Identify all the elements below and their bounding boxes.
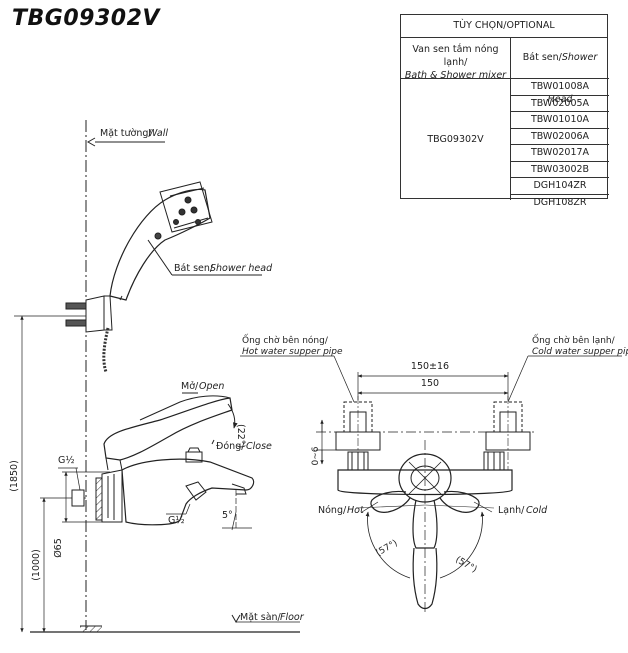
floor-label-vn: Mặt sàn/ [240, 612, 282, 623]
g-half-label-upper: G½ [58, 455, 75, 466]
shower-head-item: TBW02017A [511, 145, 609, 162]
shower-head-list: TBW01008A TBW02005A TBW01010A TBW02006A … [511, 79, 609, 211]
optional-table-header: TÙY CHỌN/OPTIONAL [401, 15, 607, 38]
cold-label-en: Cold [526, 505, 548, 516]
wall-label-vn: Mặt tường/ [100, 128, 152, 139]
angle-22-label: (22°) [235, 424, 246, 448]
shower-head-label-en: Shower head [210, 263, 273, 274]
shower-head-item: TBW01010A [511, 112, 609, 129]
angle-57-left-label: (57°) [375, 538, 400, 558]
cold-pipe-label-en: Cold water supper pipe [532, 347, 628, 357]
mixer-column-header: Van sen tắm nóng lạnh/ Bath & Shower mix… [401, 37, 511, 81]
shower-head-item: DGH104ZR [511, 178, 609, 195]
model-cell: TBG09302V [401, 79, 511, 200]
open-label-en: Open [199, 381, 224, 392]
shower-head-label-vn: Bát sen/ [174, 263, 214, 274]
hot-label-en: Hot [347, 505, 365, 516]
cold-label-vn: Lạnh/ [498, 505, 525, 516]
open-label-vn: Mở/ [181, 381, 199, 392]
wall-label-en: Wall [148, 128, 168, 139]
optional-table: TÙY CHỌN/OPTIONAL Van sen tắm nóng lạnh/… [400, 14, 609, 208]
front-view [240, 355, 622, 615]
shower-head-header-en: Shower Head [547, 52, 598, 105]
shower-head-item: TBW03002B [511, 162, 609, 178]
dim-0-6-label: 0~6 [311, 446, 321, 465]
g-half-label-lower: G½ [168, 515, 185, 526]
dim-1850-label: (1850) [9, 460, 20, 492]
floor-label-en: Floor [280, 612, 305, 623]
dim-150-16-label: 150±16 [411, 361, 449, 372]
close-label-vn: Đóng/ [216, 441, 245, 452]
shower-head-header-vn: Bát sen/ [522, 52, 562, 63]
close-label-en: Close [246, 441, 272, 452]
shower-head-item: TBW02005A [511, 96, 609, 112]
product-title: TBG09302V [12, 6, 160, 31]
mixer-header-vn: Van sen tắm nóng lạnh/ [412, 44, 499, 68]
angle-5-label: 5° [222, 510, 233, 521]
shower-head-item: TBW01008A [511, 79, 609, 96]
cold-pipe-label-vn: Ống chờ bên lạnh/ [532, 333, 616, 346]
dim-150-label: 150 [421, 378, 439, 389]
hot-pipe-label-vn: Ống chờ bên nóng/ [242, 333, 329, 346]
shower-head-column-header: Bát sen/Shower Head [511, 37, 609, 105]
dim-65-label: Ø65 [53, 538, 64, 558]
dim-1000-label: (1000) [31, 549, 42, 581]
mixer-header-en: Bath & Shower mixer [404, 70, 507, 81]
angle-57-right-label: (57°) [454, 555, 479, 575]
shower-head-item: DGH108ZR [533, 196, 587, 208]
hot-pipe-label-en: Hot water supper pipe [242, 347, 343, 357]
shower-head-item: TBW02006A [511, 129, 609, 145]
side-view [14, 120, 300, 633]
hot-label-vn: Nóng/ [318, 505, 347, 516]
